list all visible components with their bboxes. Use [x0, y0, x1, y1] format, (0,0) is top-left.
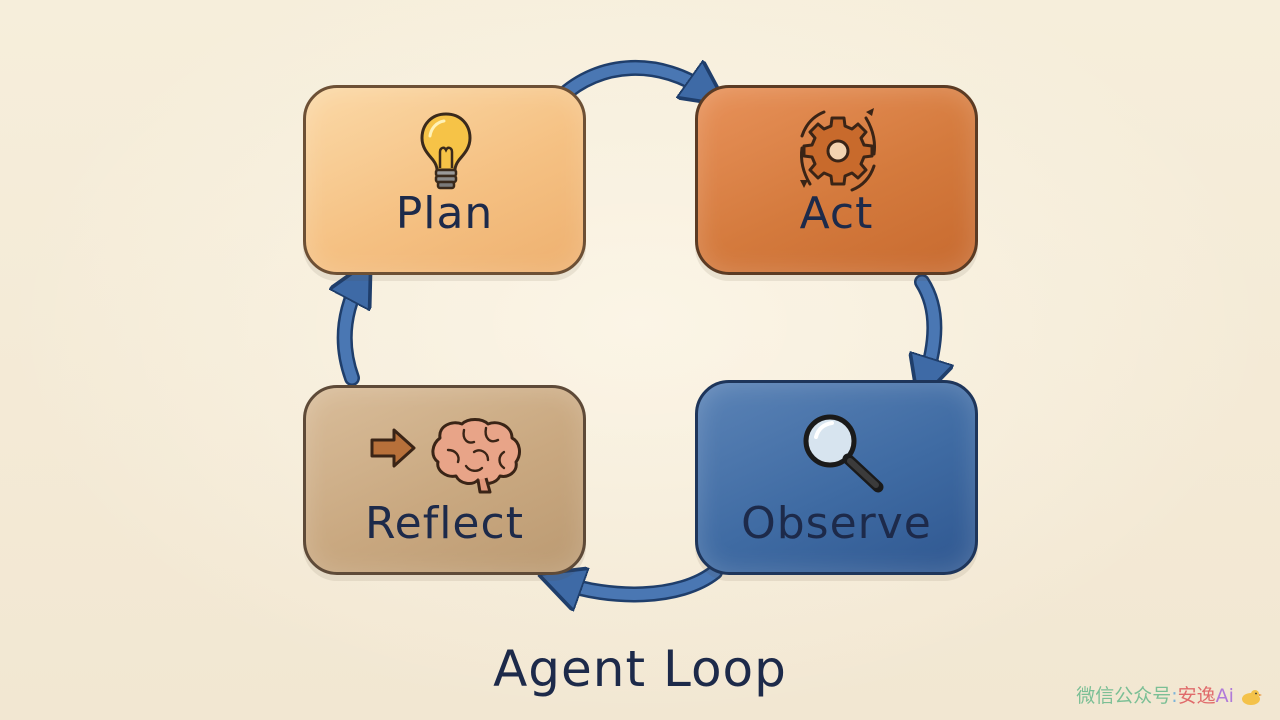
watermark: 微信公众号:安逸Ai — [1076, 681, 1262, 708]
diagram-title: Agent Loop — [493, 640, 787, 698]
stage-plan-card: Plan — [303, 85, 586, 275]
stage-reflect-label: Reflect — [365, 498, 524, 549]
watermark-part2: 安逸 — [1177, 685, 1216, 707]
stage-plan-label: Plan — [395, 188, 494, 239]
chick-icon — [1240, 688, 1262, 706]
watermark-part1: 微信公众号 — [1076, 685, 1172, 707]
magnifier-icon — [798, 411, 888, 495]
stage-reflect-card: Reflect — [303, 385, 586, 575]
gear-cycle-icon — [788, 106, 888, 196]
stage-act-label: Act — [799, 188, 874, 239]
watermark-part3: Ai — [1215, 685, 1234, 707]
watermark-separator: : — [1171, 685, 1178, 707]
stage-act-card: Act — [695, 85, 978, 275]
arrow-brain-icon — [368, 416, 528, 496]
stage-observe-label: Observe — [741, 498, 932, 549]
stage-observe-card: Observe — [695, 380, 978, 575]
lightbulb-icon — [416, 110, 476, 192]
